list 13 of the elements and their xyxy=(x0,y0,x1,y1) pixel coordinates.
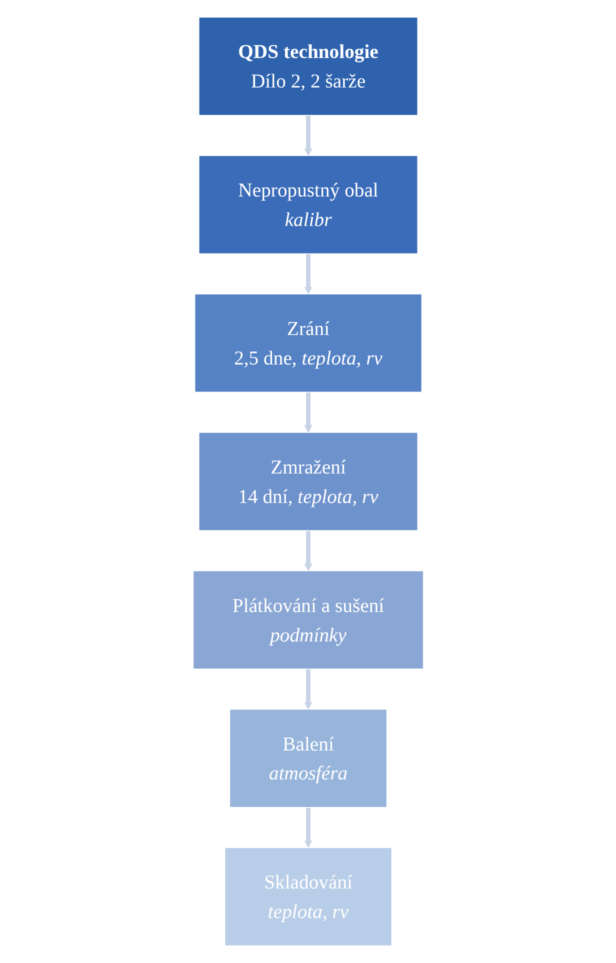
node-box: Skladování teplota, rv xyxy=(224,847,392,946)
arrow xyxy=(304,807,312,848)
node-box: QDS technologie Dílo 2, 2 šarže xyxy=(198,16,418,116)
node-box: Nepropustný obal kalibr xyxy=(198,155,418,254)
arrow xyxy=(304,669,312,710)
arrow xyxy=(304,254,312,294)
node-box: Balení atmosféra xyxy=(228,708,388,808)
node-box: Zrání 2,5 dne, teplota, rv xyxy=(194,294,422,393)
arrow xyxy=(304,392,312,433)
node-box: Zmražení 14 dní, teplota, rv xyxy=(198,432,418,532)
arrow xyxy=(304,115,312,156)
arrow xyxy=(304,530,312,572)
node-box: Plátkování a sušení podmínky xyxy=(192,570,424,670)
